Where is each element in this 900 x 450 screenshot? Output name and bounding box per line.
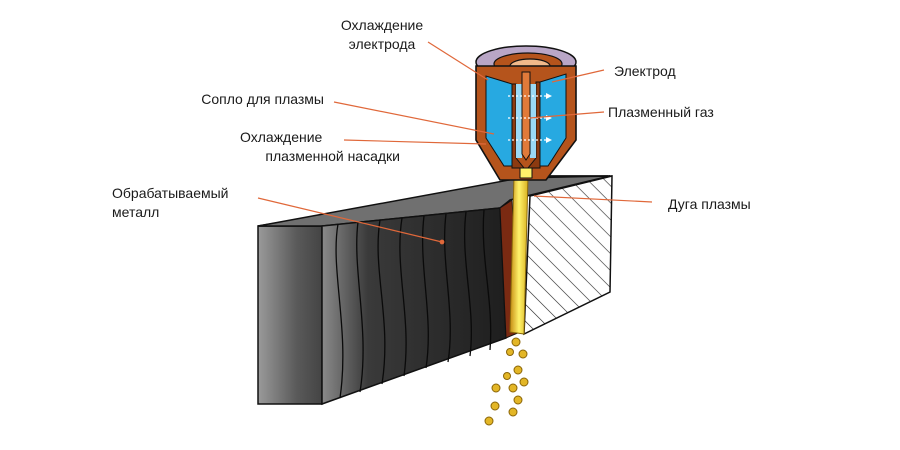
workpiece-grain-lines — [335, 209, 492, 399]
workpiece-left-face — [257, 225, 323, 405]
plasma-torch — [475, 45, 577, 181]
label-electrode-cooling: Охлаждение электрода — [340, 17, 424, 52]
workpiece-front-face — [321, 207, 507, 406]
molten-droplets — [484, 337, 529, 426]
label-electrode: Электрод — [614, 63, 676, 79]
label-nozzle-cooling: Охлаждение плазменной насадки — [240, 129, 400, 164]
label-workpiece: Обрабатываемый металл — [112, 185, 229, 220]
label-plasma-gas: Плазменный газ — [608, 104, 714, 120]
label-plasma-nozzle: Сопло для плазмы — [201, 91, 324, 107]
cut-cross-section — [523, 175, 613, 336]
label-plasma-arc: Дуга плазмы — [668, 196, 751, 212]
leader-lines — [257, 41, 653, 245]
